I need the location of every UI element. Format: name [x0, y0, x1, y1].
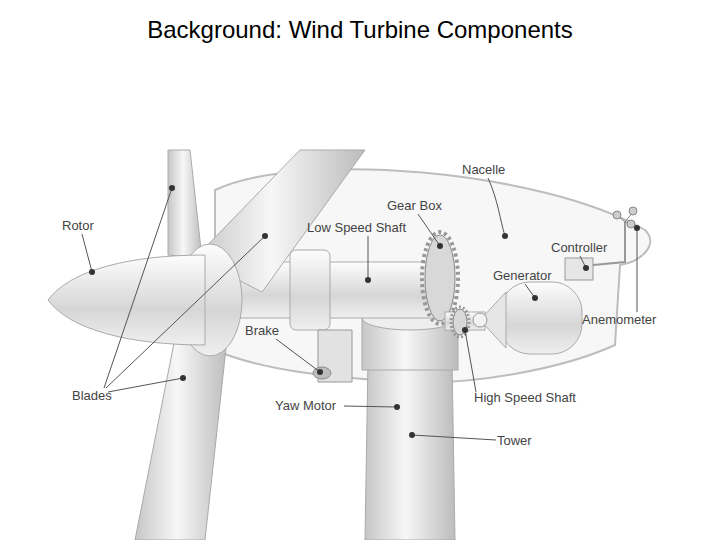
gear-wheel — [425, 235, 455, 321]
leader-dot — [437, 243, 443, 249]
part-label: Tower — [497, 433, 532, 449]
part-label: Anemometer — [582, 312, 656, 328]
generator-body — [500, 282, 582, 354]
leader-line — [412, 435, 496, 440]
leader-line — [108, 378, 183, 392]
leader-line — [344, 406, 397, 407]
part-label: Nacelle — [462, 162, 505, 178]
leader-line — [276, 339, 320, 372]
gear-teeth — [422, 232, 458, 324]
controller-box — [565, 258, 593, 280]
leader-dot — [532, 295, 538, 301]
part-label: Yaw Motor — [275, 398, 336, 414]
small-gear — [453, 309, 467, 335]
leader-dot — [583, 265, 589, 271]
part-label: Gear Box — [387, 198, 442, 214]
part-label: Blades — [72, 388, 112, 404]
part-label: Rotor — [62, 218, 94, 234]
anemometer-cup — [627, 220, 635, 228]
leader-line — [106, 236, 265, 388]
shaft-bearing — [290, 250, 330, 330]
leader-dot — [180, 375, 186, 381]
part-label: Generator — [493, 268, 552, 284]
leader-line — [418, 214, 440, 246]
leader-dot — [169, 185, 175, 191]
leader-dot — [502, 233, 508, 239]
leader-dot — [365, 277, 371, 283]
blade — [168, 150, 202, 258]
leader-dot — [317, 369, 323, 375]
leader-line — [637, 228, 638, 312]
anemometer-cup — [629, 207, 637, 215]
leader-dot — [634, 225, 640, 231]
leader-lines — [82, 178, 637, 440]
spinner-cone — [48, 255, 205, 345]
part-label: Brake — [245, 323, 279, 339]
leader-dot — [394, 404, 400, 410]
leader-dot — [462, 327, 468, 333]
part-label: Low Speed Shaft — [307, 220, 406, 236]
leader-dot — [262, 233, 268, 239]
tower-body — [365, 360, 455, 540]
blade — [135, 330, 228, 540]
anemometer-cup — [613, 211, 621, 219]
part-label: Controller — [551, 240, 607, 256]
generator-hub — [473, 313, 487, 327]
small-gear-teeth — [451, 307, 469, 337]
leader-line — [368, 236, 369, 280]
leader-line — [488, 178, 505, 236]
leader-dot — [409, 432, 415, 438]
leader-dot — [89, 269, 95, 275]
leader-line — [465, 330, 476, 392]
part-label: High Speed Shaft — [474, 390, 576, 406]
leader-line — [82, 234, 92, 272]
leader-dots — [89, 185, 640, 438]
diagram-title: Background: Wind Turbine Components — [0, 16, 720, 44]
